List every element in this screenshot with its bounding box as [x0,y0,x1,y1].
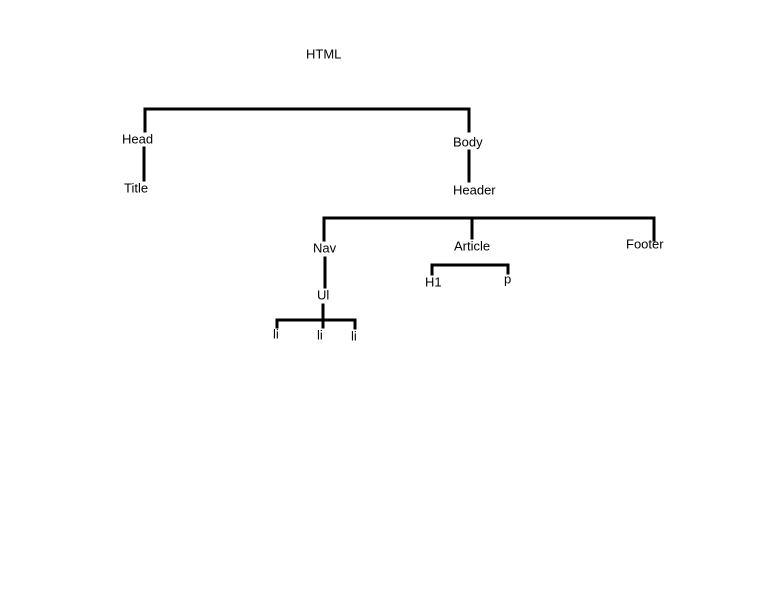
node-article: Article [454,238,490,253]
edge-html-children [143,107,471,133]
edge-header-children [322,216,656,242]
node-ul: Ul [317,287,329,302]
node-h1: H1 [425,274,442,289]
node-p: p [504,271,511,286]
node-li-2: li [317,327,323,342]
edge-article-children [430,263,510,276]
node-body: Body [453,134,483,149]
node-li-3: li [351,328,357,343]
node-title: Title [124,180,148,195]
node-header: Header [453,182,496,197]
node-html: HTML [306,46,341,61]
tree-edges [142,107,656,330]
tree-nodes: HTML Head Title Body Header Nav Article … [122,46,664,343]
node-head: Head [122,131,153,146]
node-li-1: li [273,326,279,341]
node-nav: Nav [313,240,337,255]
node-footer: Footer [626,236,664,251]
edge-ul-children [275,318,357,330]
